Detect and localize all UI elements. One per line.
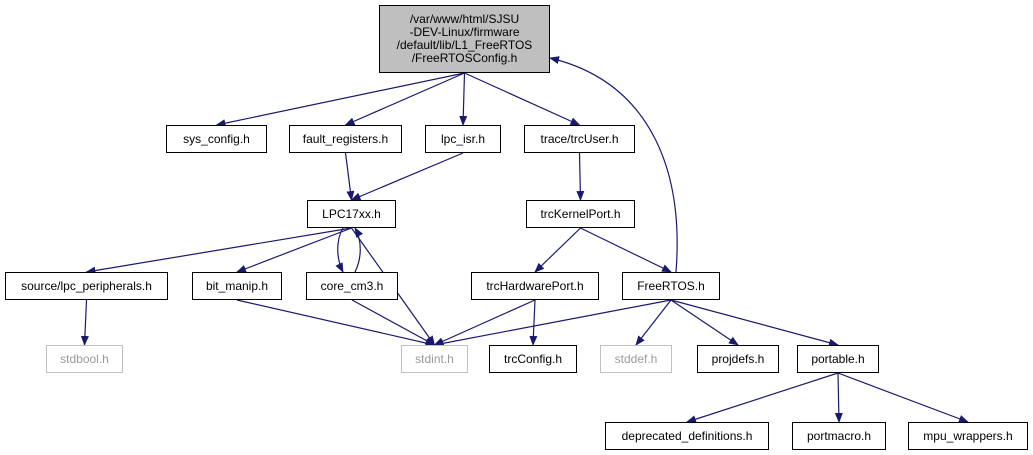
node-stddef-h: stddef.h xyxy=(600,345,672,373)
edge-fault-registers-to-lpc17xx xyxy=(344,152,355,201)
node-fault-registers-h[interactable]: fault_registers.h xyxy=(289,125,402,153)
node-portable-h[interactable]: portable.h xyxy=(797,345,879,373)
edge-lpc17xx-to-core-cm3 xyxy=(335,227,344,273)
edge-trc-user-to-trc-kernel-port xyxy=(576,152,585,201)
node-deprecated-definitions-h[interactable]: deprecated_definitions.h xyxy=(605,422,769,450)
edge-lpc17xx-to-lpc-peripherals xyxy=(85,227,352,275)
node-projdefs-h[interactable]: projdefs.h xyxy=(697,345,779,373)
edge-portable-to-mpu-wrappers xyxy=(837,372,969,423)
node-stdbool-h: stdbool.h xyxy=(46,345,123,373)
node-stdint-h: stdint.h xyxy=(401,345,468,373)
edge-portable-to-deprecated-definitions xyxy=(686,372,839,424)
edge-root-to-trc-user xyxy=(464,72,581,126)
node-lpc-isr-h[interactable]: lpc_isr.h xyxy=(425,125,501,153)
edge-trc-kernel-port-to-freertos xyxy=(580,227,672,273)
edge-portable-to-portmacro xyxy=(834,372,843,423)
edge-bit-manip-to-stdint xyxy=(236,299,436,347)
edge-freertos-to-stddef xyxy=(635,299,672,346)
node-mpu-wrappers-h[interactable]: mpu_wrappers.h xyxy=(908,422,1028,450)
node-lpc17xx-h[interactable]: LPC17xx.h xyxy=(307,200,396,228)
node-freertos-h[interactable]: FreeRTOS.h xyxy=(622,272,720,300)
edge-core-cm3-to-stdint xyxy=(351,299,436,346)
edge-root-to-lpc-isr xyxy=(459,72,468,126)
edge-root-to-fault-registers xyxy=(344,72,465,126)
edge-freertos-to-portable xyxy=(670,299,839,347)
node-bit-manip-h[interactable]: bit_manip.h xyxy=(192,272,282,300)
edge-core-cm3-to-lpc17xx xyxy=(354,227,363,273)
edge-trc-kernel-port-to-trc-hardware-port xyxy=(534,227,581,273)
node-trcconfig-h[interactable]: trcConfig.h xyxy=(489,345,577,373)
node-trcuser-h[interactable]: trace/trcUser.h xyxy=(524,125,635,153)
edge-freertos-to-root xyxy=(549,56,678,273)
edge-freertos-to-stdint xyxy=(433,299,672,348)
node-core-cm3-h[interactable]: core_cm3.h xyxy=(306,272,398,300)
edge-lpc-isr-to-lpc17xx xyxy=(350,152,464,201)
edge-lpc17xx-to-bit-manip xyxy=(236,227,352,273)
edge-trc-hardware-port-to-stdint xyxy=(433,299,536,346)
edge-root-to-sys-config xyxy=(215,72,465,128)
node-trckernelport-h[interactable]: trcKernelPort.h xyxy=(526,200,635,228)
node-freertosconfig-h: /var/www/html/SJSU -DEV-Linux/firmware /… xyxy=(379,5,550,73)
node-portmacro-h[interactable]: portmacro.h xyxy=(792,422,886,450)
edge-freertos-to-projdefs xyxy=(670,299,739,346)
edge-trc-hardware-port-to-trc-config xyxy=(529,299,538,346)
node-sys-config-h[interactable]: sys_config.h xyxy=(166,125,267,153)
node-lpc-peripherals-h[interactable]: source/lpc_peripherals.h xyxy=(5,272,168,300)
edge-lpc-peripherals-to-stdbool xyxy=(80,299,89,346)
node-trchardwareport-h[interactable]: trcHardwarePort.h xyxy=(471,272,599,300)
